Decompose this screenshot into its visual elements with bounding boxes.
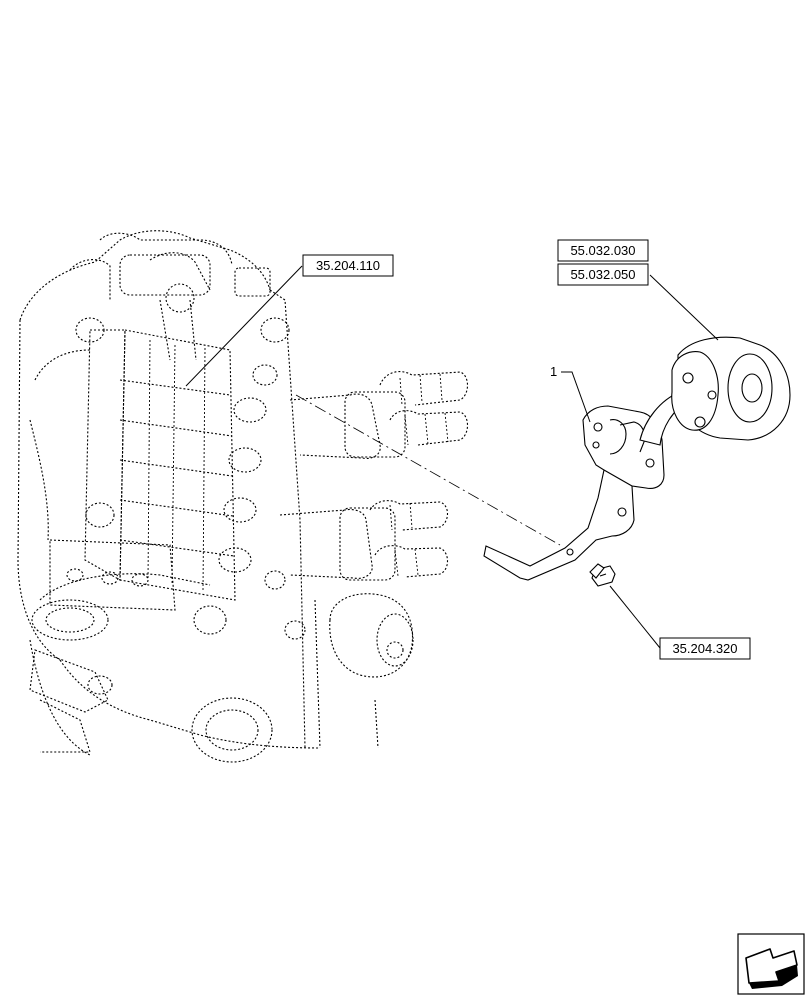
svg-text:35.204.110: 35.204.110 — [316, 258, 380, 273]
svg-text:55.032.050: 55.032.050 — [570, 267, 635, 282]
next-page-arrow-icon[interactable] — [737, 933, 805, 995]
svg-text:55.032.030: 55.032.030 — [570, 243, 635, 258]
ref-label-remote-1[interactable]: 55.032.030 — [557, 239, 649, 262]
remote-valve-part — [639, 336, 791, 446]
ref-label-bolt[interactable]: 35.204.320 — [659, 637, 751, 660]
alignment-line — [295, 394, 561, 546]
svg-text:35.204.320: 35.204.320 — [672, 641, 737, 656]
bolt-part — [589, 563, 616, 587]
item-number-bracket: 1 — [550, 364, 557, 379]
ref-label-remote-2[interactable]: 55.032.050 — [557, 263, 649, 286]
mounting-bracket — [483, 405, 665, 581]
ref-label-control-valve[interactable]: 35.204.110 — [302, 254, 394, 277]
leader-lines — [185, 265, 719, 649]
tractor-rear-assembly-ghost — [17, 230, 469, 763]
